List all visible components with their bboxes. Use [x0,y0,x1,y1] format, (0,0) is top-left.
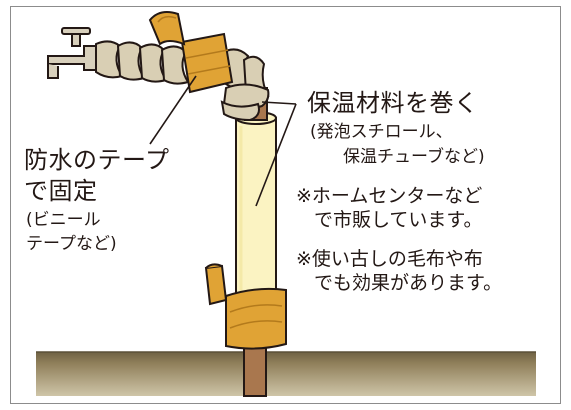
tape-examples-line2: テープなど) [26,234,117,254]
faucet [47,27,101,79]
tape-leader-line [149,75,197,145]
note-2-line2: でも効果があります。 [314,272,503,294]
ground [36,351,536,396]
note-1-line2: で市販しています。 [314,209,483,231]
rope-wrap [95,40,270,122]
tape-label-line1: 防水のテープ [24,146,170,174]
figure-frame [10,6,561,404]
leader-lines [149,75,297,207]
tape-wrap-base [204,263,287,350]
tape-label-line2: で固定 [24,177,98,205]
insulation-examples-line1: (発泡スチロール、 [310,122,453,142]
note-2-line1: ※使い古しの毛布や布 [296,248,483,270]
insulation-leader-line-short [261,101,297,105]
insulation-examples-line2: 保温チューブなど) [343,147,485,167]
insulation-label: 保温材料を巻く [307,89,479,117]
note-1-line1: ※ホームセンターなど [296,185,483,207]
tape-examples-line1: (ビニール [26,210,101,230]
insulation-leader-line [255,103,297,207]
